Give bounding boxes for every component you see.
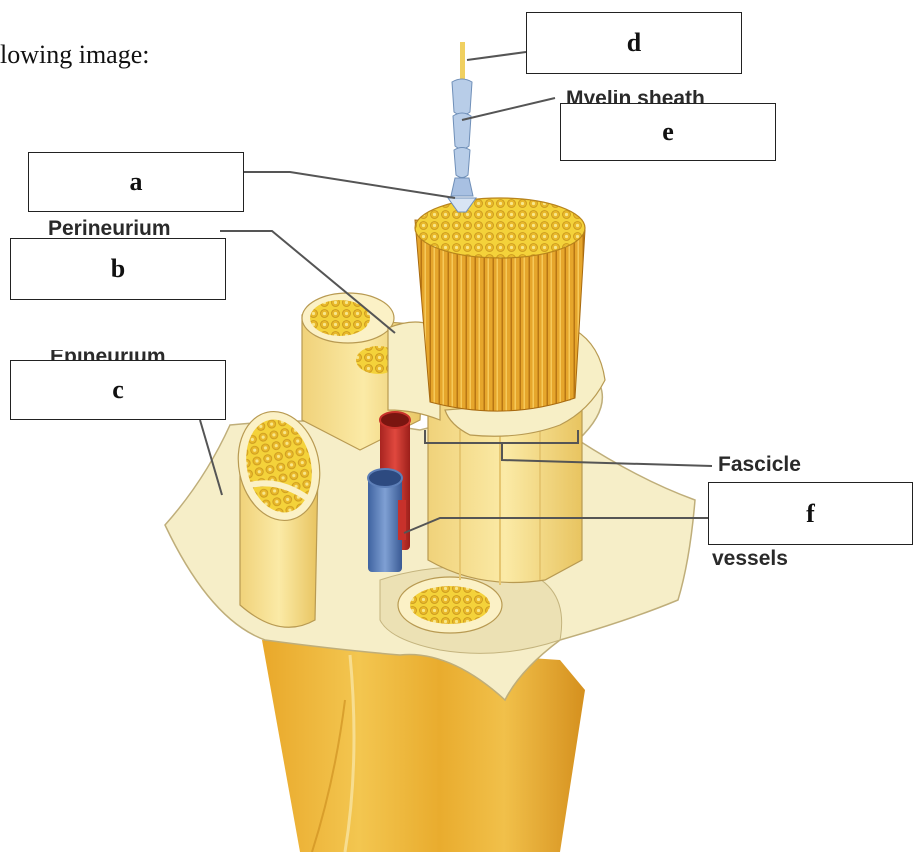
label-myelin-clip: Myelin sheath xyxy=(566,90,786,103)
nerve-trunk xyxy=(262,640,585,852)
answer-box-f[interactable]: f xyxy=(708,482,913,545)
answer-box-e[interactable]: e xyxy=(560,103,776,161)
answer-box-b[interactable]: b xyxy=(10,238,226,300)
label-vessels: vessels xyxy=(712,548,788,569)
label-epineurium: Epineurium xyxy=(50,350,166,360)
fascicle-bottom xyxy=(398,577,502,633)
answer-box-c[interactable]: c xyxy=(10,360,226,420)
axon-myelin xyxy=(448,42,476,212)
nerve-fiber-bundle xyxy=(415,198,585,411)
label-myelin-sheath: Myelin sheath xyxy=(566,90,705,103)
label-epineurium-clip: Epineurium xyxy=(50,350,230,360)
label-fascicle: Fascicle xyxy=(718,454,801,475)
answer-box-a[interactable]: a xyxy=(28,152,244,212)
label-perineurium: Perineurium xyxy=(48,218,171,239)
answer-box-d[interactable]: d xyxy=(526,12,742,74)
